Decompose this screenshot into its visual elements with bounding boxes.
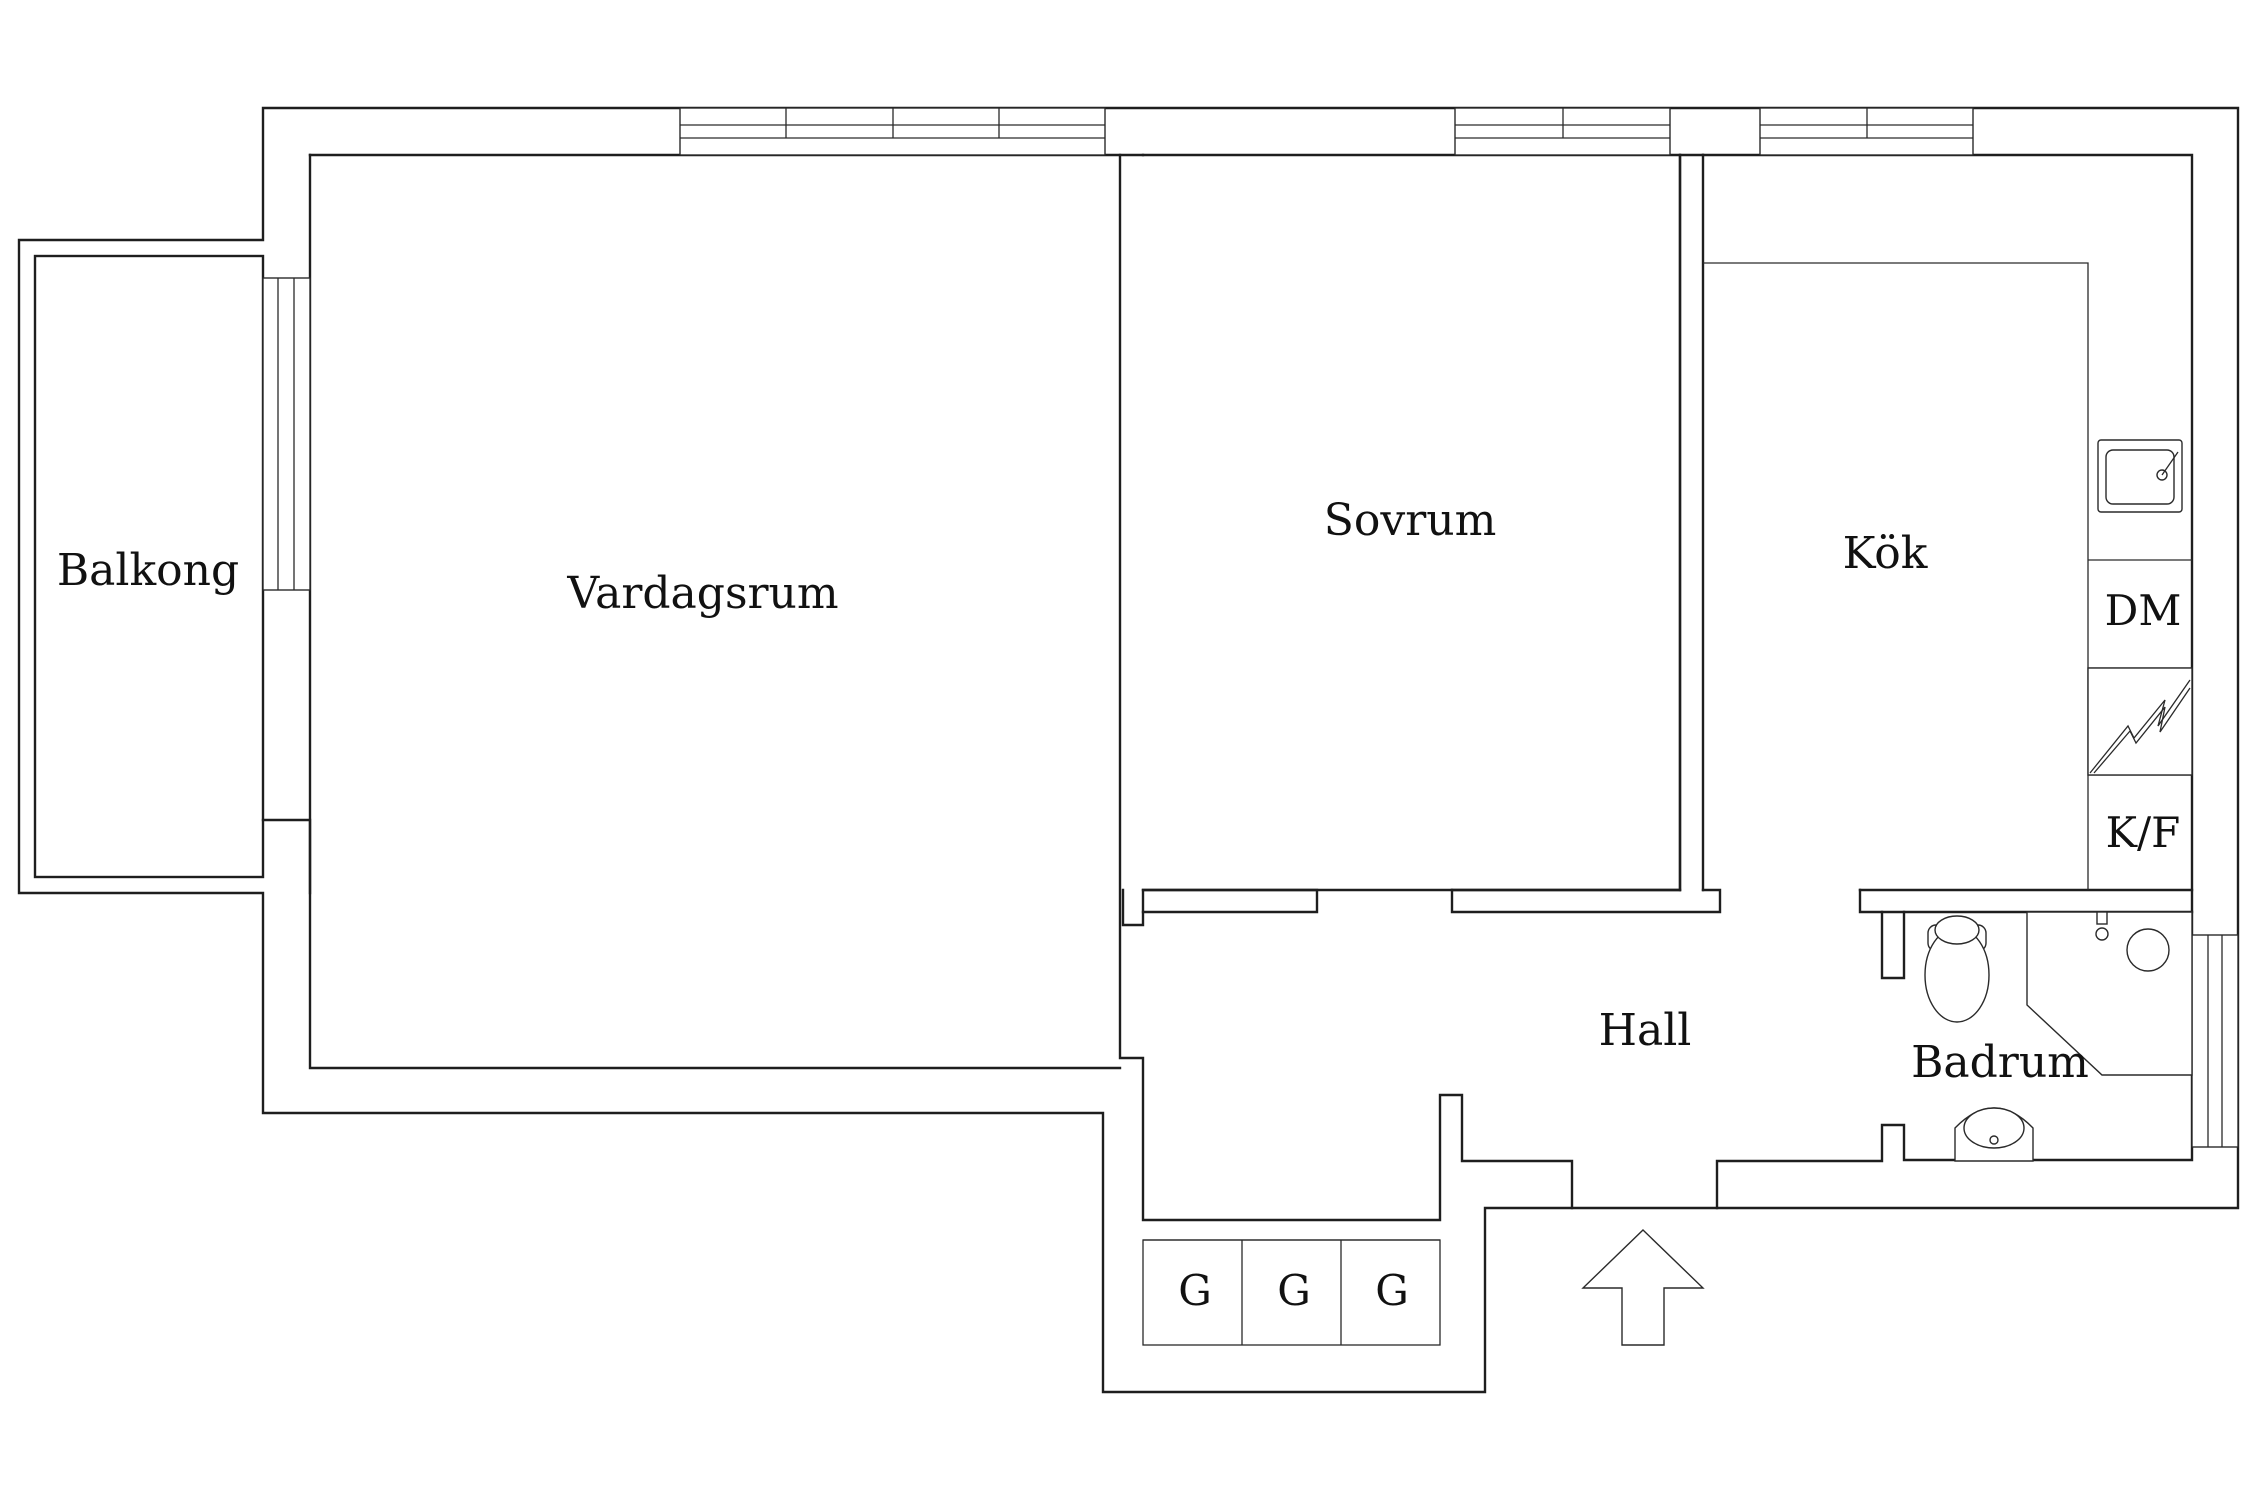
room-label-hall: Hall	[1599, 1005, 1692, 1056]
balcony	[33, 254, 312, 895]
interior-walls	[1118, 153, 2194, 980]
wardrobes	[1142, 1239, 1441, 1346]
room-label-badrum: Badrum	[1911, 1037, 2089, 1088]
shower-icon	[2026, 911, 2193, 1076]
dishwasher-label: DM	[2105, 586, 2182, 635]
toilet-icon	[1924, 915, 1990, 1023]
entrance-arrow-icon	[1581, 1229, 1705, 1346]
room-label-balkong: Balkong	[57, 545, 239, 596]
wardrobe-label: G	[1375, 1266, 1409, 1315]
wardrobe-label: G	[1178, 1266, 1212, 1315]
balcony-door	[262, 277, 311, 591]
wardrobe-label: G	[1277, 1266, 1311, 1315]
fridge-freezer-label: K/F	[2106, 808, 2181, 857]
room-label-sovrum: Sovrum	[1324, 495, 1497, 546]
window-badrum	[2191, 934, 2239, 1148]
room-label-kok: Kök	[1843, 528, 1928, 579]
windows	[679, 107, 2239, 1148]
washbasin-icon	[1954, 1107, 2034, 1162]
outer-walls	[17, 106, 2240, 1394]
kitchen-sink-icon	[2097, 439, 2183, 513]
stove-icon	[2087, 667, 2193, 776]
room-label-vardagsrum: Vardagsrum	[566, 568, 838, 619]
